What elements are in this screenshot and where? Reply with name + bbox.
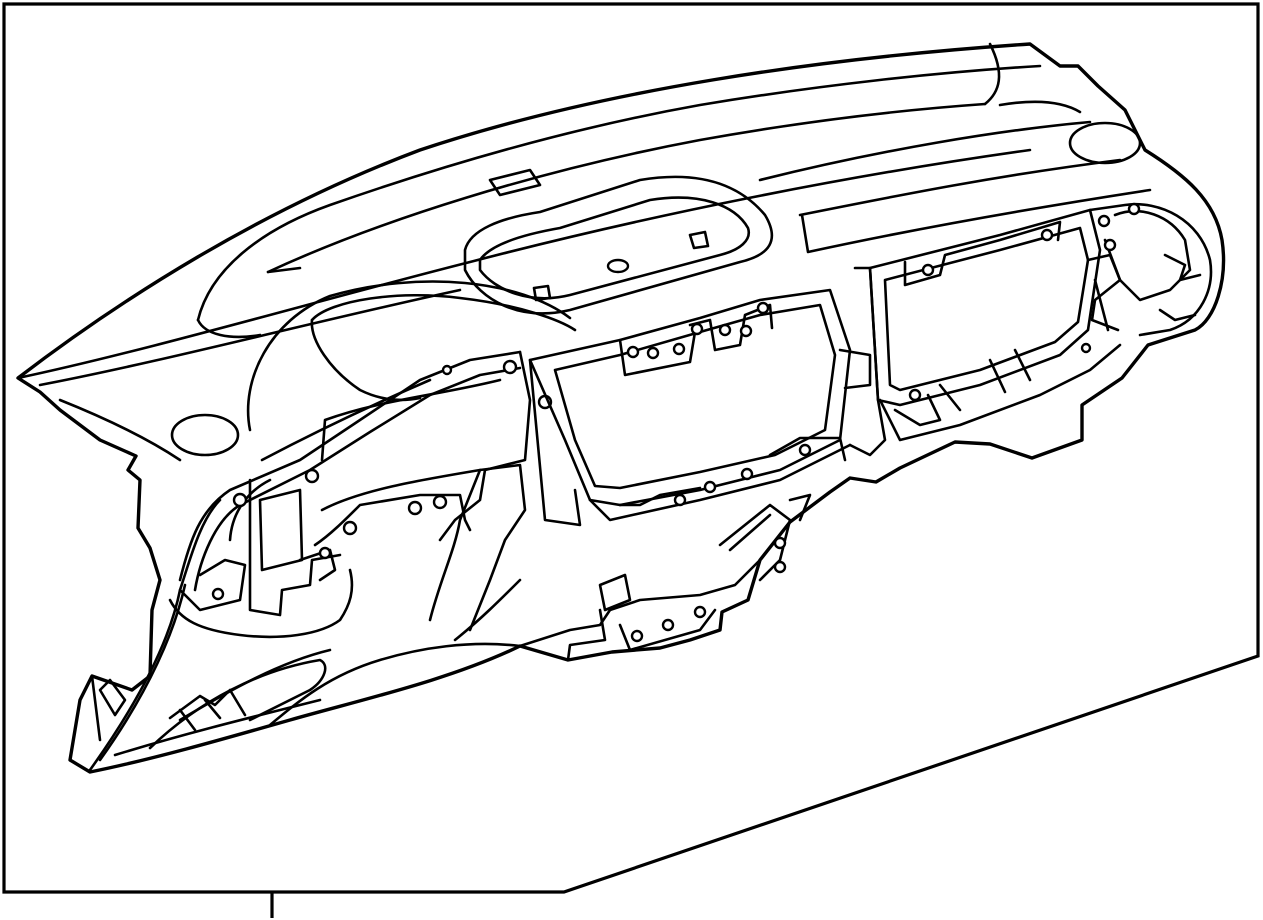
center-display-hood [463, 175, 774, 315]
driver-side-structure [168, 350, 553, 642]
lower-console-area [518, 493, 812, 662]
upper-pad [16, 42, 1152, 462]
lower-face [88, 498, 522, 772]
center-stack-opening [528, 288, 872, 527]
passenger-side-structure [848, 202, 1213, 457]
dashboard-outline [16, 42, 1226, 774]
